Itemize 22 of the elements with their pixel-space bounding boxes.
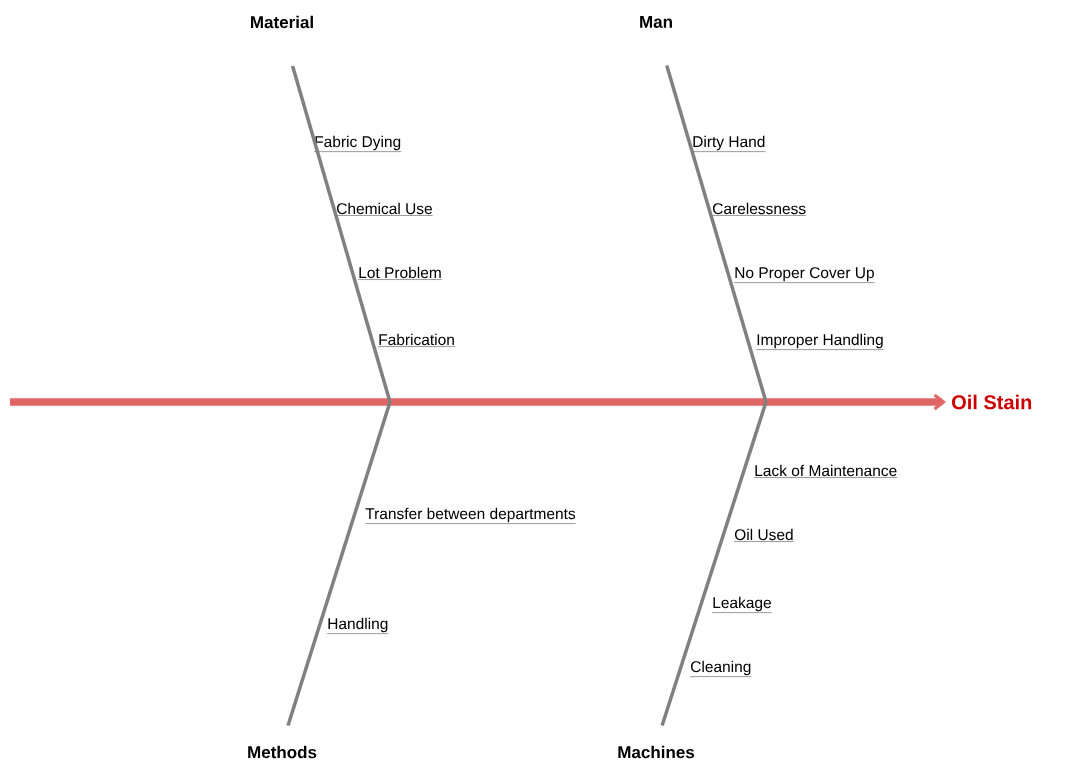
category-label: Man (640, 16, 672, 28)
cause-label: Lack of Maintenance (754, 464, 898, 478)
cause-label: Dirty Hand (692, 135, 766, 152)
cause-label: Fabrication (378, 333, 456, 347)
bone-line (290, 65, 392, 403)
cause-label: Lot Problem (358, 266, 442, 280)
cause-label: Leakage (712, 596, 772, 613)
category-label: Methods (248, 745, 317, 759)
bone-line (286, 401, 392, 726)
bone-line (665, 65, 768, 403)
cause-label: Transfer between departments (365, 507, 576, 524)
category-label: Machines (618, 745, 695, 759)
cause-label: No Proper Cover Up (734, 267, 875, 283)
cause-label: Chemical Use (336, 202, 433, 216)
effect-label: Oil Stain (952, 394, 1032, 410)
bone-line (660, 401, 768, 727)
cause-label: Improper Handling (756, 333, 884, 350)
cause-label: Handling (327, 617, 389, 634)
category-label: Material (251, 15, 313, 29)
cause-label: Oil Used (734, 528, 794, 542)
cause-label: Carelessness (712, 202, 807, 216)
cause-label: Cleaning (690, 660, 752, 677)
